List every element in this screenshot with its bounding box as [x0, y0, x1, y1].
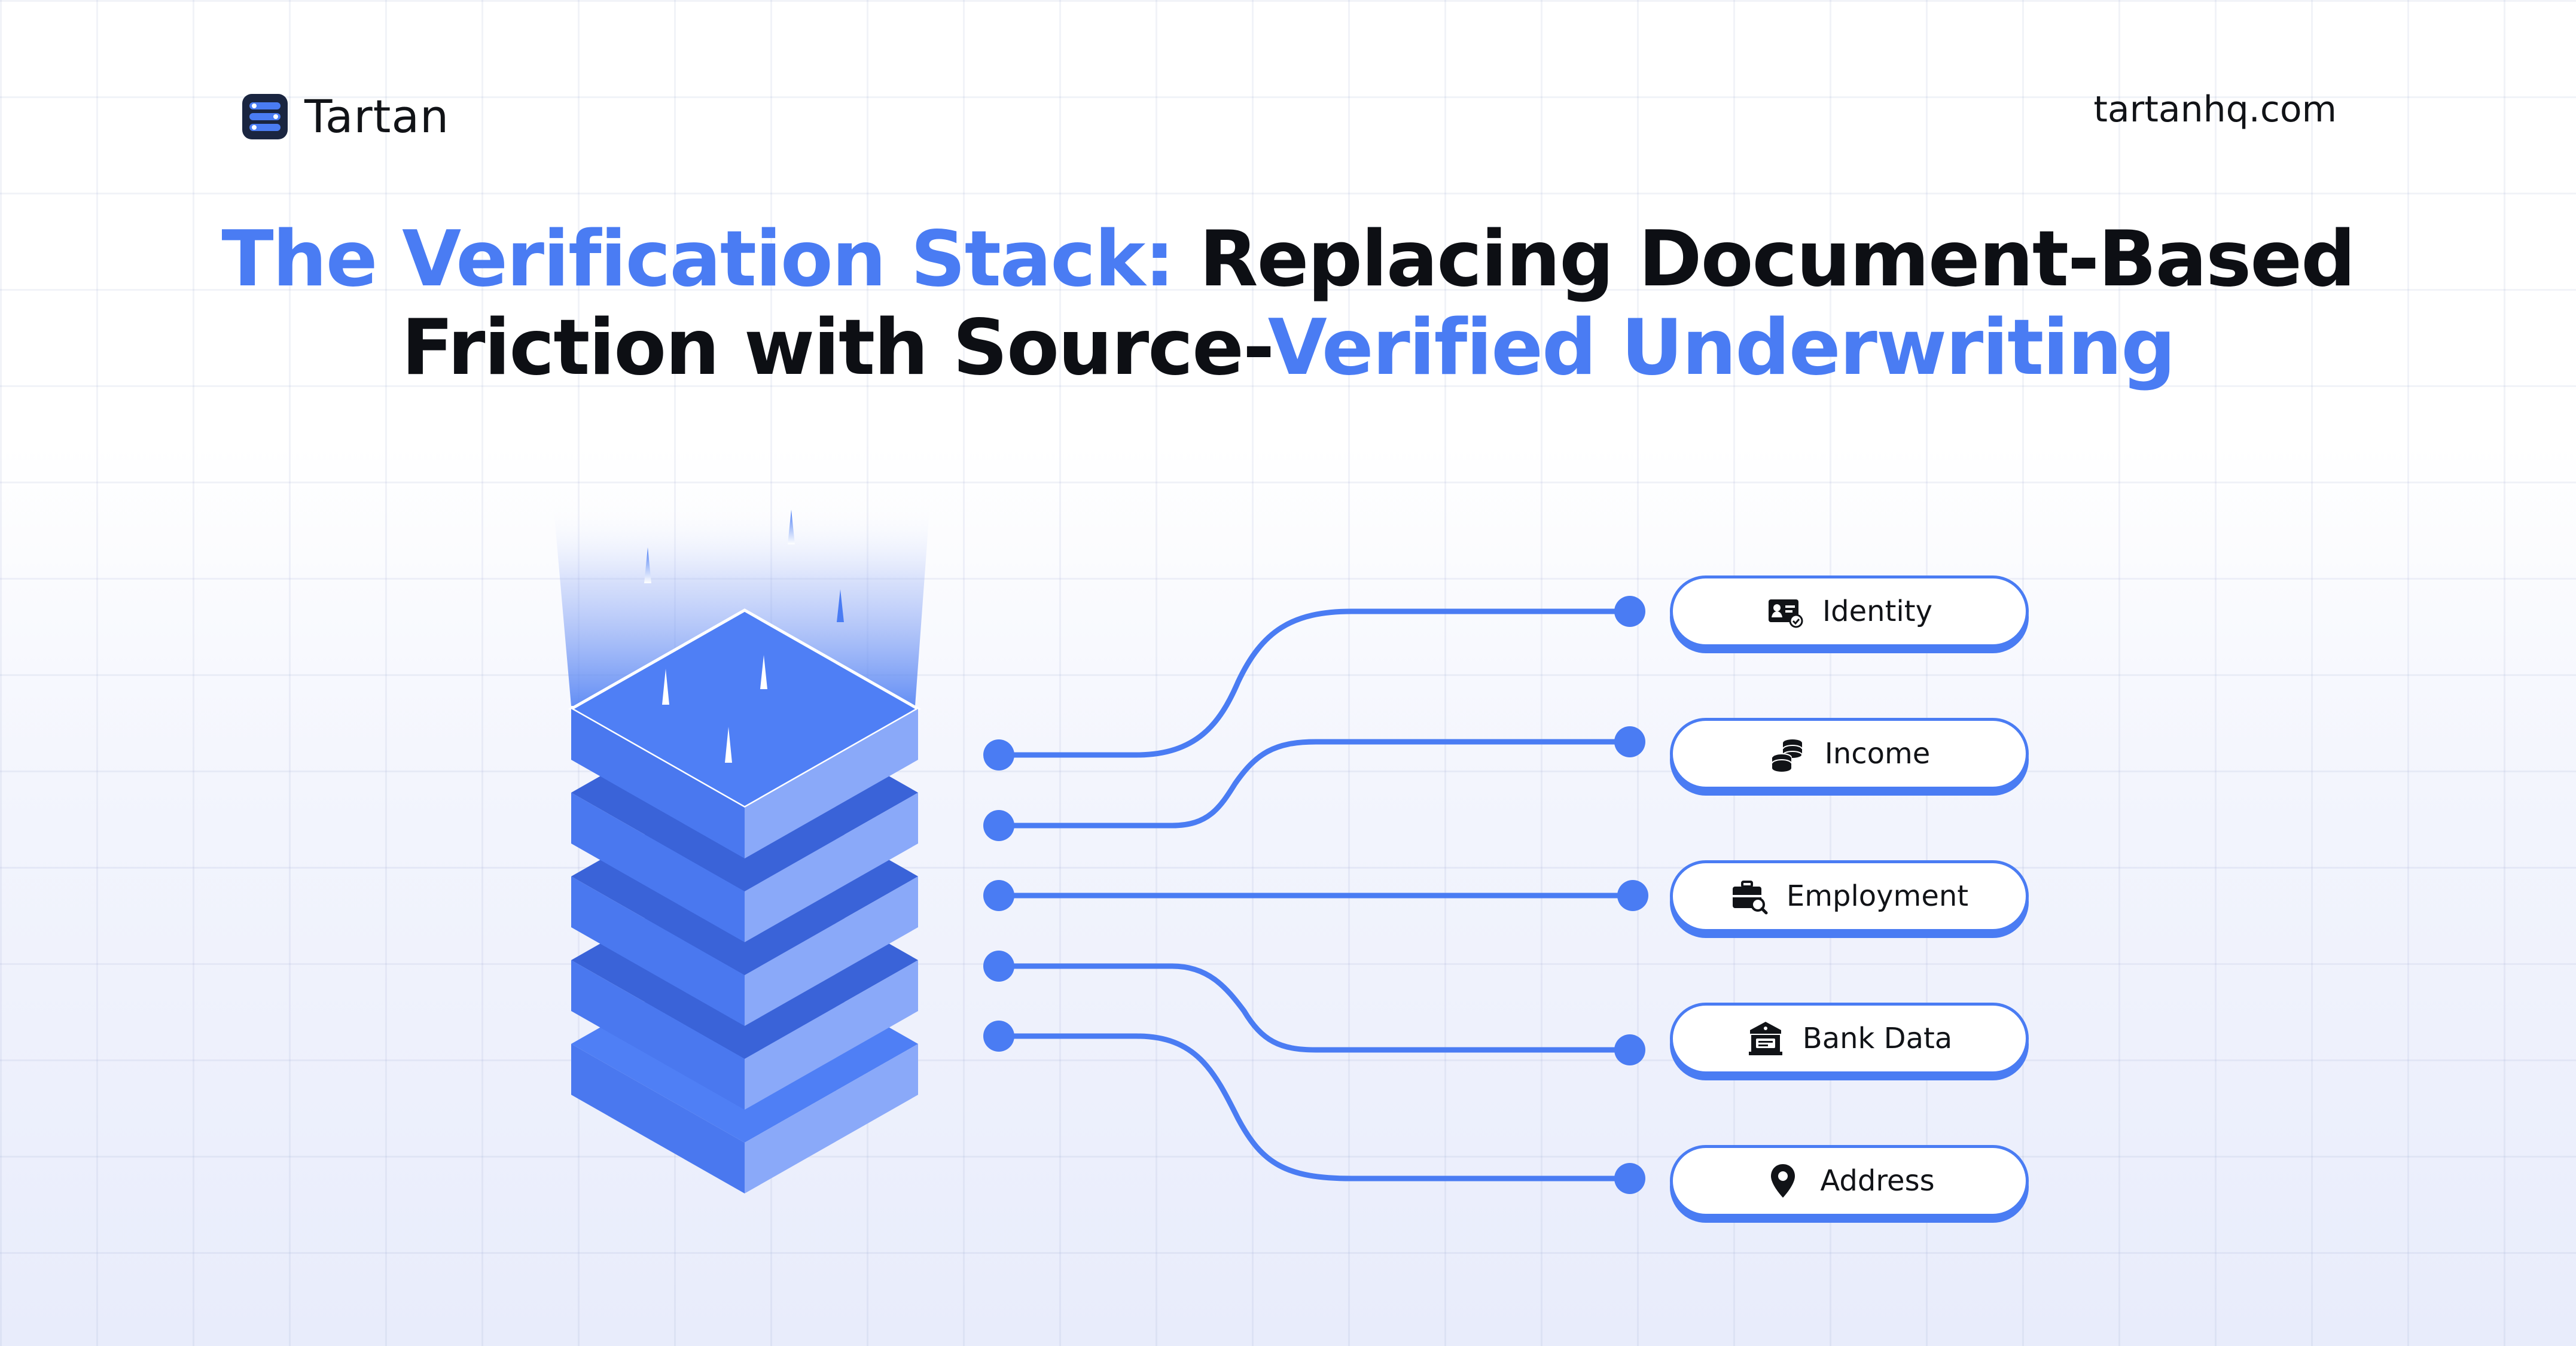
category-identity[interactable]: Identity: [1670, 575, 2029, 647]
coin-stack-icon: [1771, 739, 1803, 772]
location-pin-icon: [1771, 1164, 1795, 1198]
category-bank-data[interactable]: Bank Data: [1670, 1003, 2029, 1074]
site-url-link[interactable]: tartanhq.com: [2093, 89, 2337, 130]
title-line-1: The Verification Stack: Replacing Docume…: [0, 215, 2576, 304]
tartan-logo-icon: [242, 93, 288, 139]
category-income[interactable]: Income: [1670, 718, 2029, 790]
connector-nodes: [983, 596, 1648, 1194]
connector-bank-data: [996, 963, 1633, 1053]
category-label: Bank Data: [1802, 1022, 1953, 1055]
id-card-icon: [1769, 599, 1803, 628]
title-text-1: Replacing Document-Based: [1173, 215, 2356, 304]
connector-income: [996, 739, 1633, 829]
title-line-2: Friction with Source-Verified Underwriti…: [0, 304, 2576, 392]
category-label: Address: [1820, 1164, 1935, 1198]
connector-identity: [996, 608, 1633, 758]
connector-address: [996, 1033, 1633, 1181]
title-highlight-1: The Verification Stack:: [221, 215, 1175, 304]
brand-name: Tartan: [304, 90, 450, 143]
briefcase-search-icon: [1732, 881, 1768, 915]
data-particles: [644, 510, 844, 763]
title-text-2: Friction with Source-: [401, 303, 1269, 392]
title-highlight-2: Verified Underwriting: [1267, 303, 2176, 392]
stack-layer-1: [568, 608, 922, 858]
bank-icon: [1748, 1022, 1782, 1055]
category-label: Income: [1824, 737, 1931, 771]
category-employment[interactable]: Employment: [1670, 860, 2029, 932]
connector-lines: [996, 608, 1636, 1181]
brand-logo[interactable]: Tartan: [241, 90, 449, 143]
category-label: Identity: [1822, 595, 1932, 628]
page-title: The Verification Stack: Replacing Docume…: [0, 215, 2576, 392]
category-label: Employment: [1786, 879, 1969, 913]
category-address[interactable]: Address: [1670, 1145, 2029, 1217]
